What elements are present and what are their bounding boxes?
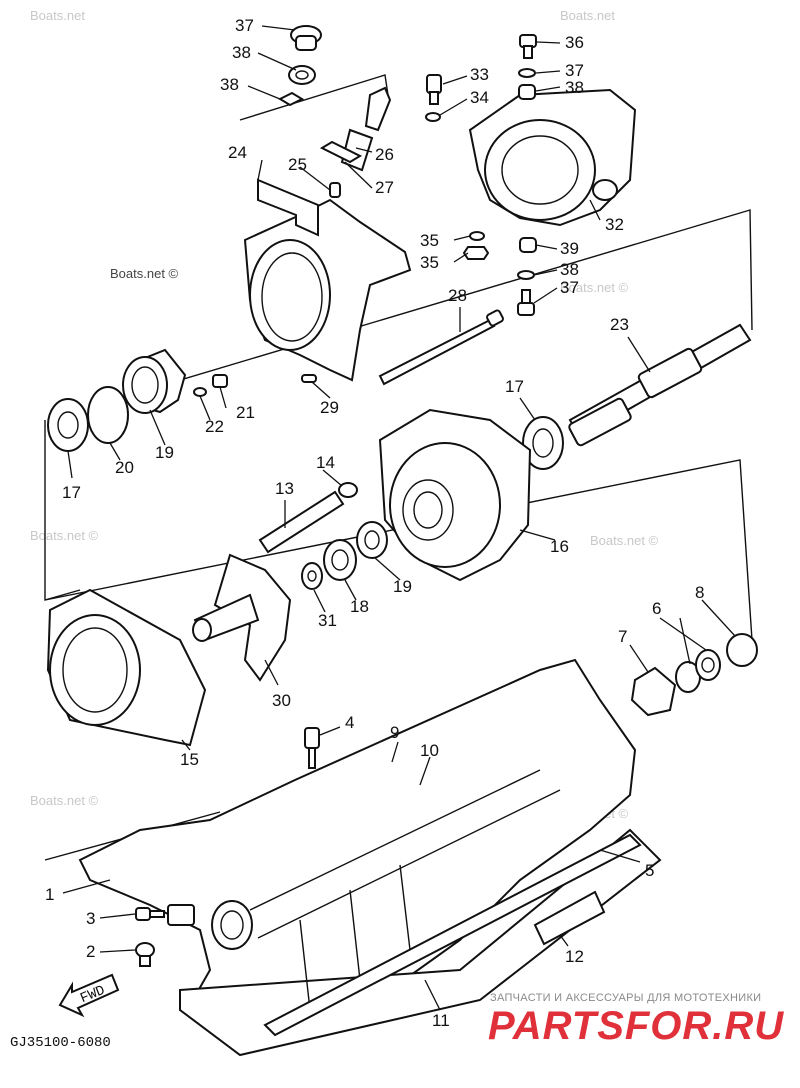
drawing-code: GJ35100-6080 [10,1035,111,1051]
callout-35: 34 [470,88,489,107]
hose [319,86,392,172]
callout-31: 30 [272,691,291,710]
callout-21: 20 [115,458,134,477]
callout-42: 38 [220,75,239,94]
callout-19: 19 [393,577,412,596]
callout-16: 16 [550,537,569,556]
callout-3: 3 [86,909,95,928]
callout-39b: 39 [560,239,579,258]
callout-4: 4 [345,713,354,732]
callout-5: 5 [645,861,654,880]
fasteners-upper [425,34,537,316]
callout-41: 38 [232,43,251,62]
long-bolt [301,309,504,386]
callout-8: 8 [695,583,704,602]
brand-tagline: ЗАПЧАСТИ И АКСЕССУАРЫ ДЛЯ МОТОТЕХНИКИ [490,992,762,1004]
callout-35b: 35 [420,231,439,250]
callout-27: 26 [375,145,394,164]
callout-39: 38 [565,78,584,97]
callout-numbers: 37 38 38 33 34 36 37 38 24 25 26 27 32 3… [45,16,704,1030]
callout-11: 11 [432,1011,450,1030]
callout-30: 29 [320,398,339,417]
watermark: Boats.net [560,8,615,23]
callout-15: 15 [180,750,199,769]
callout-2: 2 [86,942,95,961]
hull-frame [78,658,662,1057]
brand-logo: PARTSFOR.RU [488,1004,785,1048]
shaft-pin [258,482,358,554]
rail-and-block [263,833,642,1037]
callout-9: 9 [390,723,399,742]
assembly-frame [239,74,389,121]
pump-housing [243,178,412,382]
watermark: Boats.net © [30,528,99,543]
watermark: Boats.net © [590,533,659,548]
leader-lines [62,25,736,1011]
watermark: Boats.net [30,8,85,23]
callout-29: 28 [448,286,467,305]
callout-17b: 17 [62,483,81,502]
bearing-cap [47,348,228,452]
coupling-group [630,633,758,717]
steering-nozzle [468,88,637,227]
fwd-arrow: FWD [58,973,120,1018]
callout-23: 22 [205,417,224,436]
watermark: Boats.net © [110,266,179,281]
callout-38: 37 [565,61,584,80]
callout-22: 21 [236,403,255,422]
callout-12: 12 [565,947,584,966]
callout-6: 6 [652,599,661,618]
callout-13: 13 [275,479,294,498]
callout-24: 23 [610,315,629,334]
callout-10: 10 [420,741,439,760]
assembly-frame [44,459,753,641]
callout-33: 32 [605,215,624,234]
callout-40: 37 [235,16,254,35]
impeller-housing [378,408,532,582]
drive-shaft [568,323,752,447]
callout-1: 1 [45,885,54,904]
hull-bolts [135,907,165,967]
callout-7: 7 [618,627,627,646]
callout-32: 31 [318,611,337,630]
bearing [522,416,564,470]
callout-14: 14 [316,453,335,472]
callout-37b: 37 [560,278,579,297]
watermark: Boats.net © [30,793,99,808]
callout-20: 19 [155,443,174,462]
callout-25: 24 [228,143,247,162]
intake-housing [46,588,207,747]
callout-17: 17 [505,377,524,396]
callout-37: 36 [565,33,584,52]
callout-38b: 38 [560,260,579,279]
callout-26: 25 [288,155,307,174]
callout-18: 18 [350,597,369,616]
callout-28: 27 [375,178,394,197]
cap-group [277,25,322,107]
callout-36: 35 [420,253,439,272]
impeller [192,553,292,682]
callout-34: 33 [470,65,489,84]
impeller-bearings [301,521,388,590]
watermark: Boats.net © [560,280,629,295]
